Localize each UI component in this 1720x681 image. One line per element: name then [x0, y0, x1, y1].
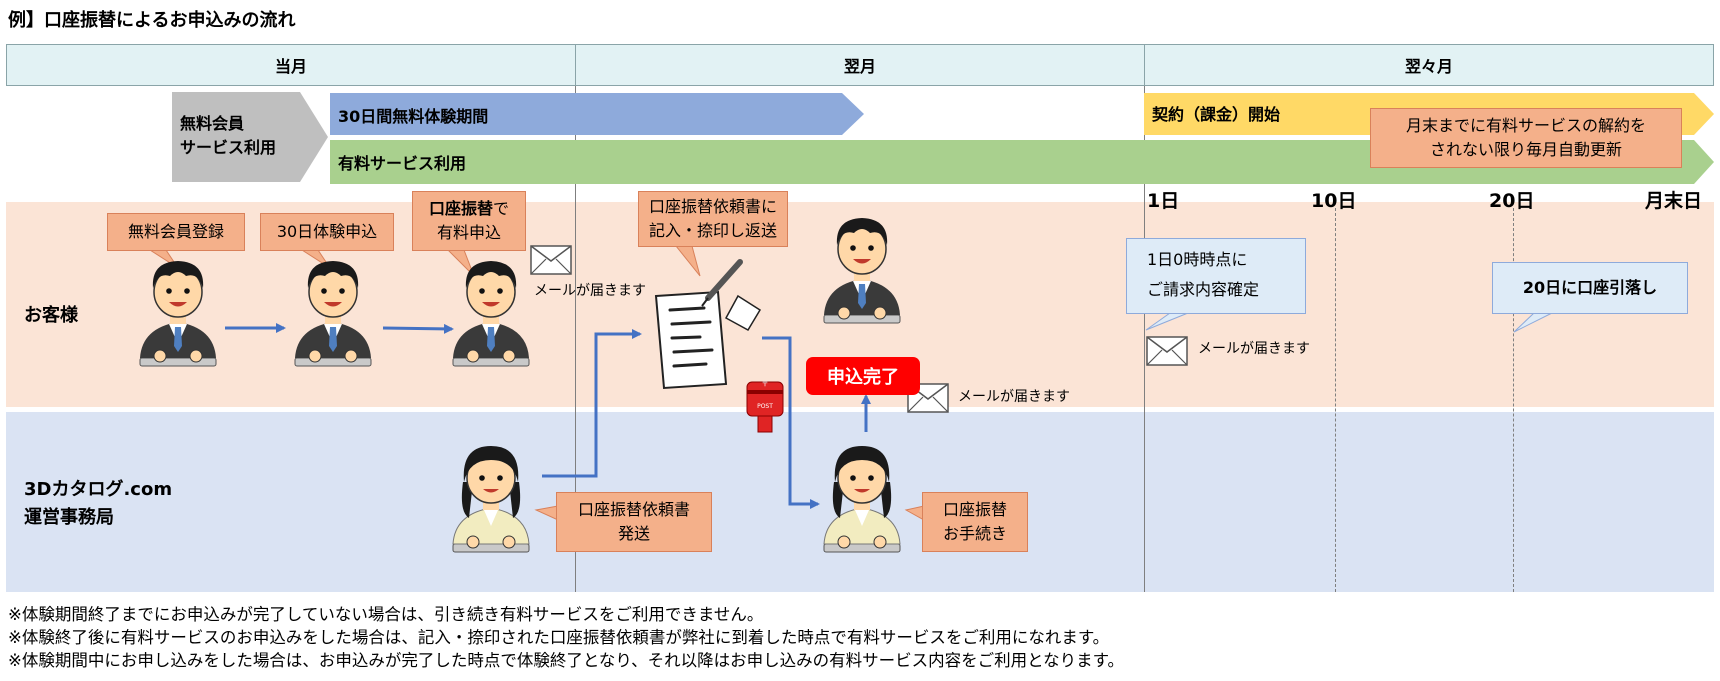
flow-arrow-send-form [542, 329, 642, 478]
day-marker-1: 1日 [1147, 190, 1180, 212]
day-marker-10: 10日 [1311, 190, 1357, 212]
trial-period-bar [330, 93, 864, 135]
debit-callout-tail [1513, 312, 1553, 333]
register-callout: 無料会員登録 [107, 213, 245, 251]
form-return-callout-tail [674, 245, 701, 277]
free-member-bar [172, 92, 328, 182]
customer-trial-figure [294, 260, 372, 367]
customer-lane-label: お客様 [24, 305, 78, 326]
svg-text:〒: 〒 [762, 380, 769, 388]
form-send-callout: 口座振替依頼書 発送 [556, 492, 712, 552]
flow-arrow-trial-to-transfer [382, 323, 454, 334]
day-marker-20: 20日 [1489, 190, 1535, 212]
mail-notice-label-1: メールが届きます [534, 283, 646, 299]
transfer-apply-callout: 口座振替で 有料申込 [412, 191, 526, 251]
mail-icon-1 [530, 245, 572, 275]
day-10-guide-line [1335, 208, 1336, 592]
transfer-form-document-icon [654, 259, 762, 390]
footnote-3: ※体験期間中にお申し込みをした場合は、お申込みが完了した時点で体験終了となり、そ… [8, 651, 1125, 670]
month-divider-1 [575, 86, 576, 592]
transfer-apply-rest: で [493, 199, 510, 218]
staff-send-figure [452, 445, 530, 553]
free-member-bar-label: 無料会員 サービス利用 [180, 114, 277, 157]
day-marker-month-end: 月末日 [1645, 190, 1703, 212]
postbox-icon: 〒 POST [746, 380, 784, 433]
trial-apply-callout: 30日体験申込 [260, 213, 394, 251]
svg-text:POST: POST [757, 403, 773, 410]
footnote-2: ※体験終了後に有料サービスのお申込みをした場合は、記入・捺印された口座振替依頼書… [8, 628, 1110, 647]
mail-icon-3 [1146, 336, 1188, 366]
footnote-1: ※体験期間終了までにお申込みが完了していない場合は、引き続き有料サービスをご利用… [8, 605, 764, 624]
day-20-guide-line [1513, 208, 1514, 592]
procedure-callout: 口座振替 お手続き [922, 492, 1028, 552]
form-return-callout: 口座振替依頼書に 記入・捺印し返送 [638, 191, 788, 247]
customer-register-figure [139, 260, 217, 367]
mail-notice-label-3: メールが届きます [1198, 341, 1310, 357]
contract-start-label: 契約（課金）開始 [1152, 105, 1281, 124]
diagram-title: 例】口座振替によるお申込みの流れ [8, 10, 296, 31]
paid-service-label: 有料サービス利用 [338, 154, 467, 173]
staff-procedure-figure [823, 445, 901, 553]
mail-notice-label-2: メールが届きます [958, 389, 1070, 405]
customer-transfer-figure [452, 260, 530, 367]
flow-graphics: 〒 POST [139, 217, 1553, 553]
transfer-apply-line2: 有料申込 [436, 223, 501, 242]
form-send-callout-tail [534, 505, 559, 521]
auto-renew-callout: 月末までに有料サービスの解約を されない限り毎月自動更新 [1370, 108, 1682, 168]
customer-completed-figure [823, 217, 901, 324]
paid-service-bar [330, 140, 1714, 184]
debit-callout: 20日に口座引落し [1492, 262, 1688, 314]
flow-arrow-return-form [762, 336, 820, 509]
completed-badge: 申込完了 [806, 357, 920, 395]
transfer-apply-bold: 口座振替 [428, 199, 493, 218]
column-header-month-after-next: 翌々月 [1144, 44, 1714, 86]
staff-lane-label: 3Dカタログ.com 運営事務局 [24, 479, 173, 528]
month-divider-2 [1144, 86, 1145, 592]
trial-period-label: 30日間無料体験期間 [338, 107, 489, 126]
billing-confirm-callout: 1日0時時点に ご請求内容確定 [1126, 238, 1306, 314]
billing-callout-tail [1145, 312, 1189, 331]
